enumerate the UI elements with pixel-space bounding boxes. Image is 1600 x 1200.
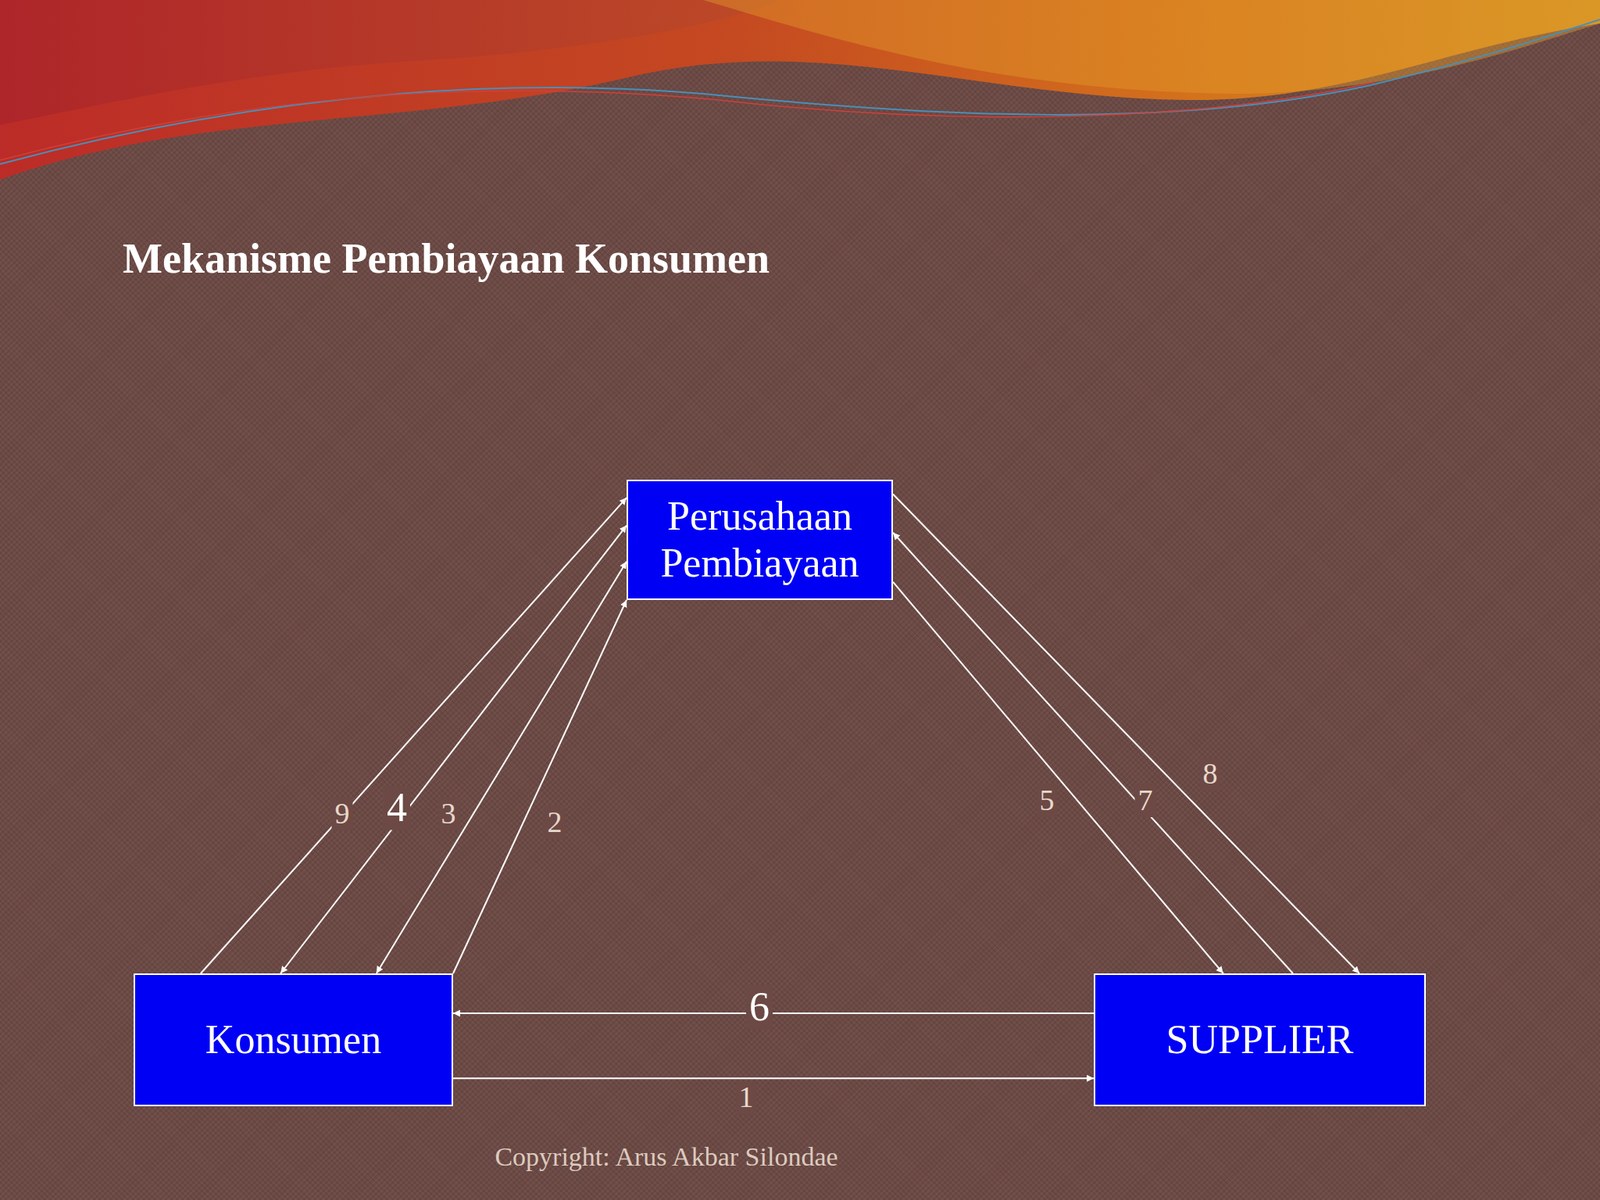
step-number: 7	[1135, 784, 1157, 818]
step-number: 2	[544, 806, 566, 840]
step-number: 9	[332, 797, 354, 831]
consumer-box: Konsumen	[133, 973, 454, 1107]
flow-arrow	[892, 532, 1293, 974]
flow-arrow	[892, 493, 1360, 974]
step-number: 3	[438, 797, 460, 831]
node-label: SUPPLIER	[1166, 1016, 1354, 1064]
copyright-note: Copyright: Arus Akbar Silondae	[494, 1142, 838, 1172]
node-label: Konsumen	[205, 1016, 382, 1064]
step-number: 8	[1200, 757, 1222, 791]
flow-arrow	[453, 1077, 1094, 1079]
flow-arrow	[453, 1012, 1094, 1015]
supplier-box: SUPPLIER	[1093, 973, 1426, 1107]
node-label: Perusahaan Pembiayaan	[642, 492, 878, 587]
diagram-title: Mekanisme Pembiayaan Konsumen	[122, 234, 770, 283]
step-number: 4	[383, 785, 411, 830]
flow-arrow	[200, 497, 627, 974]
header-wave	[0, 0, 1600, 204]
flow-arrow	[376, 561, 627, 974]
flow-arrow	[892, 582, 1224, 974]
flow-arrow	[453, 600, 627, 974]
step-number: 6	[746, 984, 773, 1029]
step-number: 1	[735, 1081, 758, 1115]
flow-arrow	[280, 525, 627, 974]
step-number: 5	[1036, 784, 1058, 818]
finance-company-box: Perusahaan Pembiayaan	[626, 479, 893, 600]
